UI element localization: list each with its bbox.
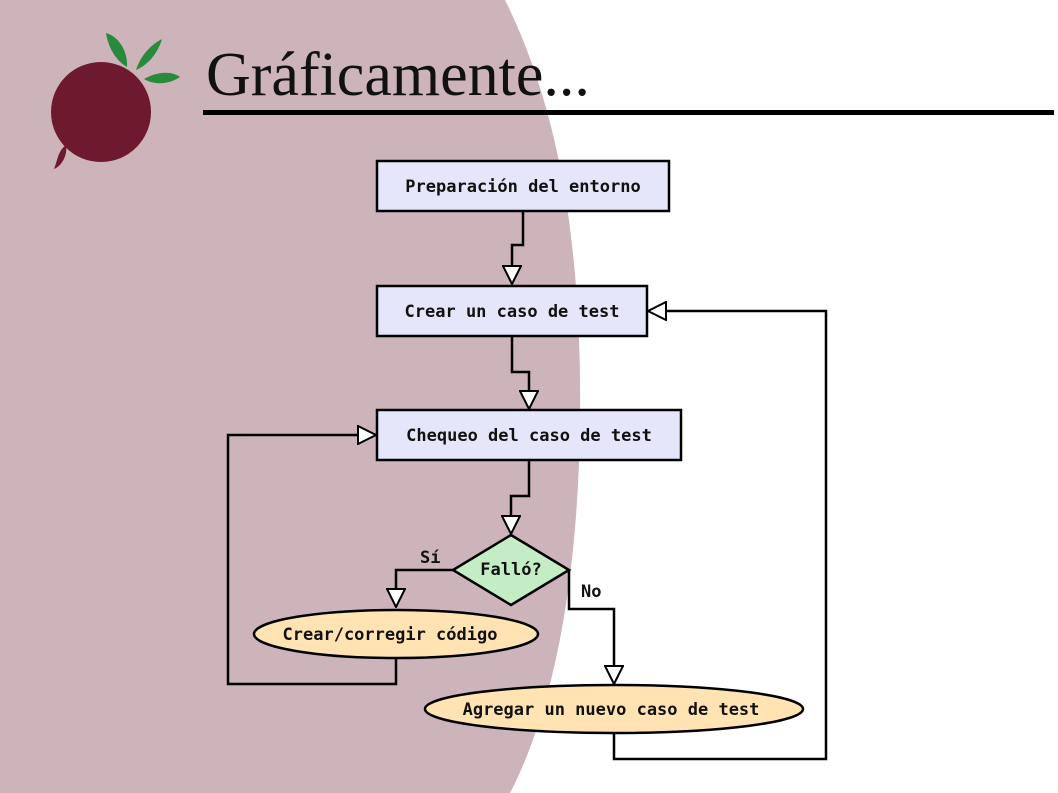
node-decision-label: Falló? bbox=[480, 560, 541, 580]
beet-logo-icon bbox=[51, 33, 180, 169]
leaf-icon bbox=[106, 33, 128, 67]
node-decision-diamond bbox=[450, 533, 572, 607]
node-fix-label: Crear/corregir código bbox=[283, 625, 498, 645]
arrow-fix-to-check bbox=[226, 435, 398, 686]
node-create-box bbox=[375, 284, 649, 338]
leaf-icon bbox=[136, 39, 162, 70]
node-prep-label: Preparación del entorno bbox=[405, 177, 640, 197]
node-prep-box bbox=[375, 159, 671, 213]
title-underline bbox=[203, 110, 1054, 115]
node-check-label: Chequeo del caso de test bbox=[406, 426, 652, 446]
node-fix-ellipse bbox=[252, 608, 540, 660]
arrow-add-to-create bbox=[612, 311, 828, 761]
leaf-icon bbox=[144, 72, 180, 84]
branch-yes-label: Sí bbox=[420, 548, 440, 568]
node-add-ellipse bbox=[423, 683, 805, 735]
node-create-label: Crear un caso de test bbox=[405, 302, 620, 322]
node-add-label: Agregar un nuevo caso de test bbox=[463, 700, 760, 720]
arrow-decision-no bbox=[567, 570, 614, 684]
beet-root-icon bbox=[54, 145, 67, 169]
arrow-decision-yes bbox=[396, 568, 453, 607]
arrow-check-to-decision bbox=[511, 461, 531, 534]
arrow-prep-to-create bbox=[512, 212, 525, 284]
branch-no-label: No bbox=[581, 582, 601, 602]
node-check-box bbox=[375, 408, 683, 462]
slide-title: Gráficamente... bbox=[206, 41, 590, 109]
arrow-create-to-check bbox=[510, 337, 529, 409]
beet-body-icon bbox=[51, 62, 151, 162]
